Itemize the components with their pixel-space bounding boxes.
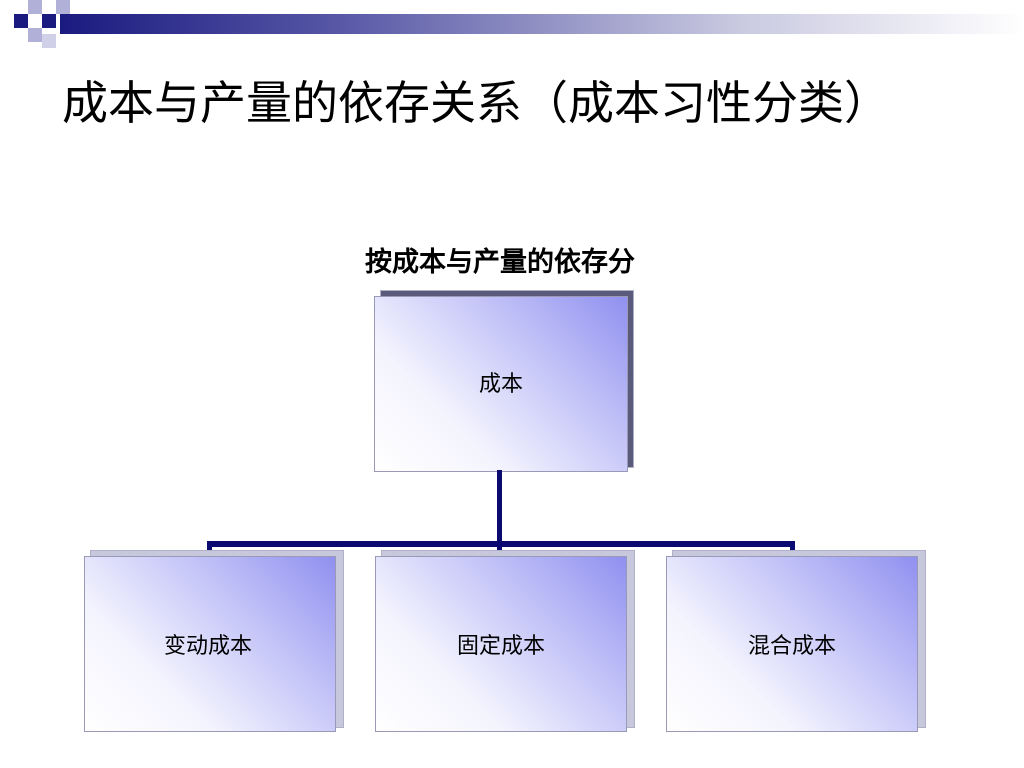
root-cost-label: 成本 [478, 372, 523, 397]
mixed-cost-label: 混合成本 [747, 634, 836, 659]
fixed-cost-label: 固定成本 [456, 634, 545, 659]
header-square-3 [42, 14, 56, 28]
variable-cost-box: 变动成本 [84, 556, 336, 732]
header-square-5 [56, 0, 70, 14]
header-gradient [60, 14, 1024, 34]
root-cost-box: 成本 [374, 296, 628, 472]
header-square-2 [28, 0, 42, 14]
slide-title: 成本与产量的依存关系（成本习性分类） [62, 76, 890, 130]
header-square-4 [28, 28, 42, 42]
header-square-1 [14, 14, 28, 28]
fixed-cost-box: 固定成本 [375, 556, 627, 732]
mixed-cost-box: 混合成本 [666, 556, 918, 732]
connector-drop-middle [497, 541, 502, 553]
header-square-6 [42, 34, 56, 48]
diagram-heading: 按成本与产量的依存分 [365, 247, 635, 278]
connector-drop-left [207, 541, 212, 553]
variable-cost-label: 变动成本 [163, 634, 252, 659]
connector-drop-right [790, 541, 795, 553]
header-bar [0, 0, 1024, 48]
connector-vertical-root [497, 470, 502, 543]
